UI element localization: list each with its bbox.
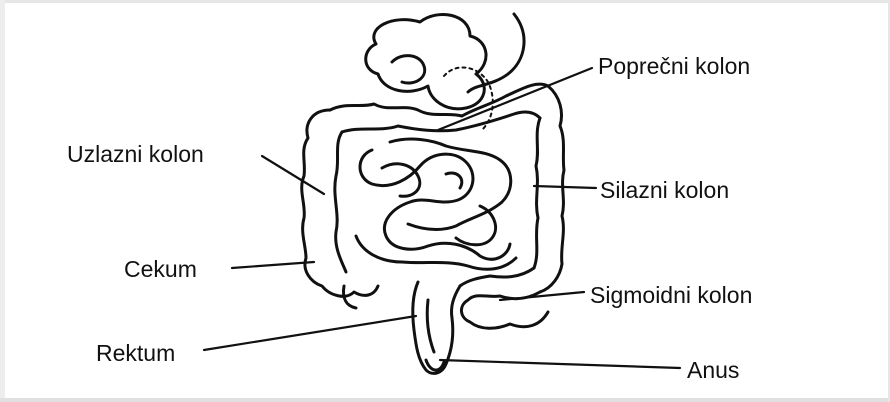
- label-silazni-kolon: Silazni kolon: [600, 177, 729, 203]
- label-anus: Anus: [687, 357, 739, 383]
- anus-outline: [426, 360, 444, 370]
- stomach-inner: [392, 56, 425, 83]
- leader-line-sigmoidni: [500, 292, 584, 300]
- label-rektum: Rektum: [96, 340, 175, 366]
- label-cekum: Cekum: [124, 256, 197, 282]
- leader-line-silazni: [534, 186, 596, 188]
- descending-colon-inner: [534, 118, 540, 268]
- stomach-outline: [366, 14, 486, 108]
- duodenum-dotted: [444, 67, 493, 130]
- cecum-appendix: [344, 286, 357, 308]
- leader-line-rektum: [204, 316, 416, 350]
- descending-colon-outer: [540, 86, 564, 292]
- small-intestine-coil-6: [456, 206, 496, 245]
- sigmoid-colon-inner: [460, 268, 534, 286]
- small-intestine-coil-5: [446, 173, 462, 188]
- leader-line-anus: [440, 360, 680, 368]
- leader-line-cekum: [232, 262, 314, 268]
- label-poprecni-kolon: Poprečni kolon: [598, 53, 750, 79]
- rectum-inner: [427, 300, 434, 352]
- liver-curve: [468, 14, 524, 92]
- ascending-colon-inner: [335, 132, 346, 272]
- leader-line-poprecni: [438, 68, 592, 130]
- label-uzlazni-kolon: Uzlazni kolon: [67, 141, 204, 167]
- small-intestine-coil-4: [356, 236, 516, 269]
- leader-line-uzlazni: [262, 156, 324, 194]
- transverse-colon-outer: [330, 84, 548, 116]
- label-sigmoidni-kolon: Sigmoidni kolon: [590, 282, 752, 308]
